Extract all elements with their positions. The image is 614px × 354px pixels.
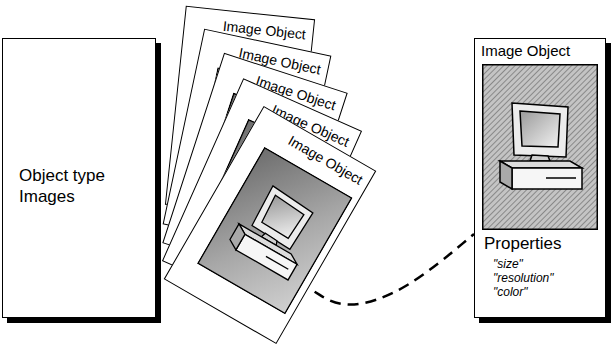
panel-background — [483, 65, 598, 230]
properties-heading: Properties — [484, 234, 561, 254]
property-list: "size" "resolution" "color" — [493, 257, 569, 299]
image-object-box: Image ObjectProperties "size" "resolution… — [474, 38, 606, 318]
type-label: Object type Images — [19, 165, 144, 207]
box-title: Image Object — [481, 42, 570, 60]
dashed-connector — [315, 234, 474, 305]
object-type-box: Object type Images — [2, 38, 156, 318]
image-panel — [482, 64, 598, 230]
picture-icon — [227, 181, 325, 280]
picture-icon — [500, 103, 582, 189]
